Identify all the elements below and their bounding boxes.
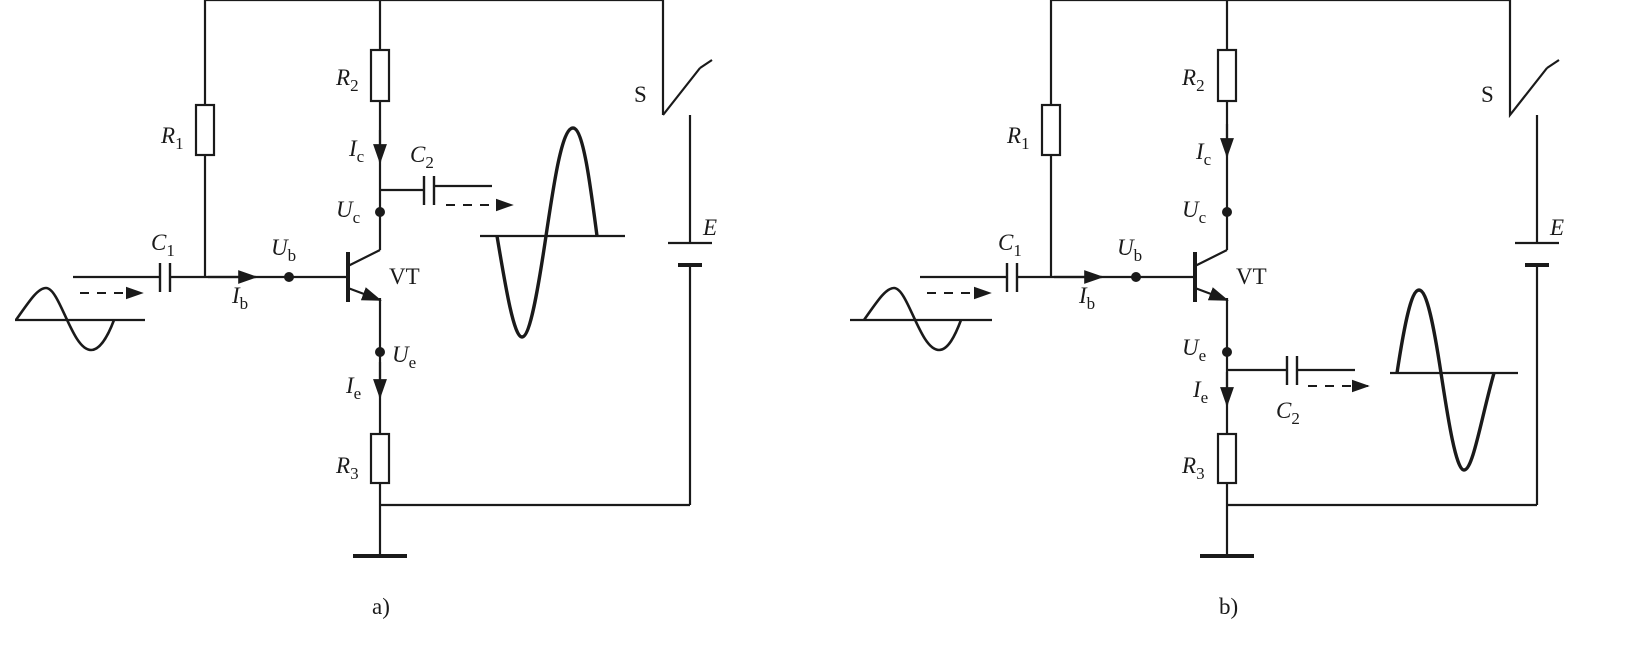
- node-ue-b: [1222, 347, 1232, 357]
- label-c2-a: C2: [410, 142, 434, 172]
- label-ic-a: Ic: [348, 136, 365, 166]
- caption-a: a): [372, 594, 390, 619]
- label-e-a: E: [702, 215, 717, 240]
- circuit-b: R1 R2 R3 C1 C2 Ic Ib Ie Uc Ub Ue S E VT …: [850, 0, 1564, 619]
- node-ub-b: [1131, 272, 1141, 282]
- capacitor-c1-a: [158, 263, 172, 292]
- capacitor-c2-b: [1285, 356, 1299, 385]
- label-ib-b: Ib: [1078, 283, 1095, 313]
- node-uc-a: [375, 207, 385, 217]
- transistor-a: [346, 249, 382, 302]
- label-ub-b: Ub: [1117, 235, 1142, 265]
- label-c2-b: C2: [1276, 398, 1300, 428]
- resistor-r1-a: [194, 103, 216, 157]
- label-s-a: S: [634, 82, 647, 107]
- resistor-r2-a: [369, 48, 391, 103]
- label-r1-a: R1: [160, 123, 184, 153]
- wires-a: [73, 0, 692, 556]
- wires-b: [920, 0, 1539, 556]
- switch-a: [662, 59, 713, 120]
- node-ub-a: [284, 272, 294, 282]
- label-ue-a: Ue: [392, 342, 416, 372]
- label-ue-b: Ue: [1182, 335, 1206, 365]
- capacitor-c2-a: [422, 176, 436, 205]
- label-c1-b: C1: [998, 230, 1022, 260]
- label-r3-a: R3: [335, 453, 359, 483]
- switch-b: [1508, 59, 1560, 120]
- transistor-b: [1193, 249, 1229, 302]
- node-uc-b: [1222, 207, 1232, 217]
- label-ie-b: Ie: [1192, 377, 1208, 407]
- node-ue-a: [375, 347, 385, 357]
- label-vt-b: VT: [1236, 264, 1267, 289]
- label-uc-b: Uc: [1182, 197, 1207, 227]
- label-c1-a: C1: [151, 230, 175, 260]
- circuit-a: R1 R2 R3 C1 C2 Ic Ib Ie Uc Ub Ue S E VT …: [14, 0, 717, 619]
- resistor-r1-b: [1040, 103, 1062, 157]
- label-r3-b: R3: [1181, 453, 1205, 483]
- waveform-out-a: [495, 126, 599, 339]
- label-s-b: S: [1481, 82, 1494, 107]
- label-ub-a: Ub: [271, 235, 296, 265]
- label-ic-b: Ic: [1195, 139, 1212, 169]
- caption-b: b): [1219, 594, 1238, 619]
- label-ib-a: Ib: [231, 283, 248, 313]
- waveform-in-a: [14, 286, 116, 352]
- resistor-r3-b: [1216, 432, 1238, 485]
- label-r2-b: R2: [1181, 65, 1205, 95]
- waveform-out-b: [1395, 288, 1496, 472]
- resistor-r2-b: [1216, 48, 1238, 103]
- label-ie-a: Ie: [345, 373, 361, 403]
- resistor-r3-a: [369, 432, 391, 485]
- label-uc-a: Uc: [336, 197, 361, 227]
- label-r2-a: R2: [335, 65, 359, 95]
- label-r1-b: R1: [1006, 123, 1030, 153]
- waveform-in-b: [862, 286, 963, 352]
- label-vt-a: VT: [389, 264, 420, 289]
- label-e-b: E: [1549, 215, 1564, 240]
- capacitor-c1-b: [1005, 263, 1019, 292]
